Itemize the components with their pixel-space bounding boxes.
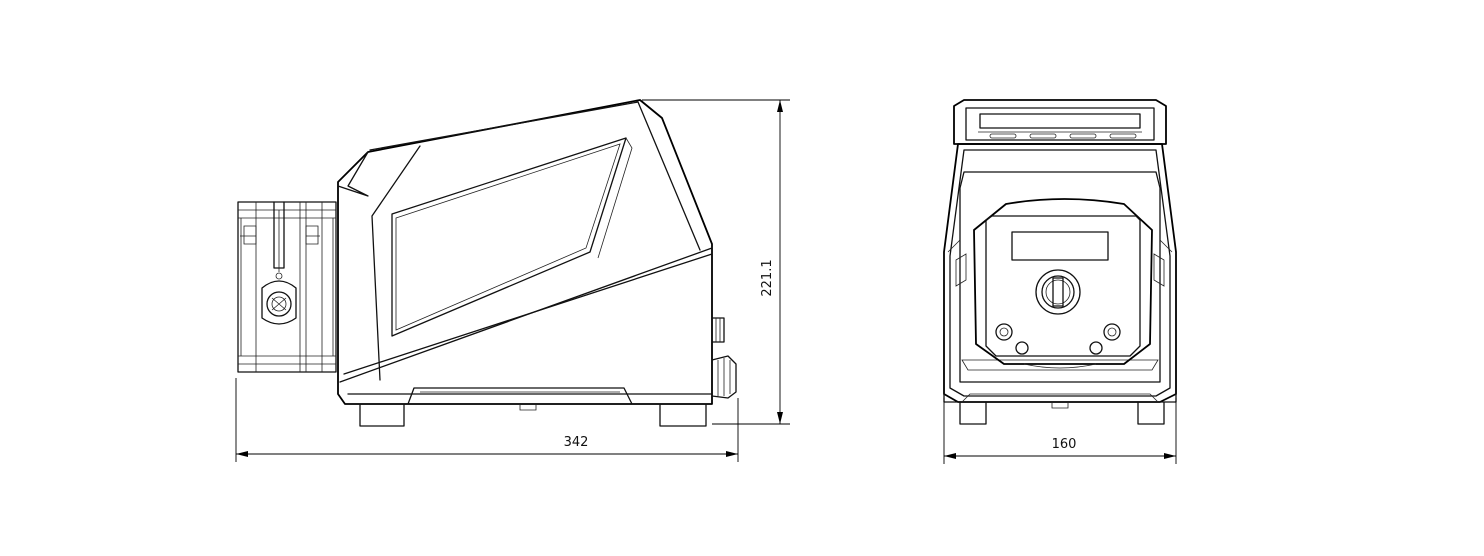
side-foot-left [359, 403, 405, 427]
side-housing [337, 99, 737, 427]
front-width-label: 160 [1052, 437, 1077, 452]
display-buttons [989, 133, 1137, 139]
front-foot-left [959, 401, 987, 425]
front-display-module [953, 99, 1167, 145]
tube-port-left [1015, 341, 1029, 355]
side-connectors [711, 317, 737, 399]
front-housing [943, 143, 1177, 425]
screw-right [1103, 323, 1121, 341]
side-length-label: 342 [564, 435, 589, 450]
rotor-knob [1035, 269, 1081, 315]
front-pump-head [973, 198, 1153, 369]
front-label-window [1011, 231, 1109, 261]
front-foot-right [1137, 401, 1165, 425]
tube-port-right [1089, 341, 1103, 355]
side-pump-head [237, 201, 337, 373]
side-view: 221.1 342 [235, 99, 790, 462]
front-view: 160 [943, 99, 1177, 464]
side-foot-right [659, 403, 707, 427]
front-dimensions [943, 398, 1177, 464]
side-dimensions [235, 99, 790, 462]
side-height-label: 221.1 [760, 259, 775, 296]
screw-left [995, 323, 1013, 341]
